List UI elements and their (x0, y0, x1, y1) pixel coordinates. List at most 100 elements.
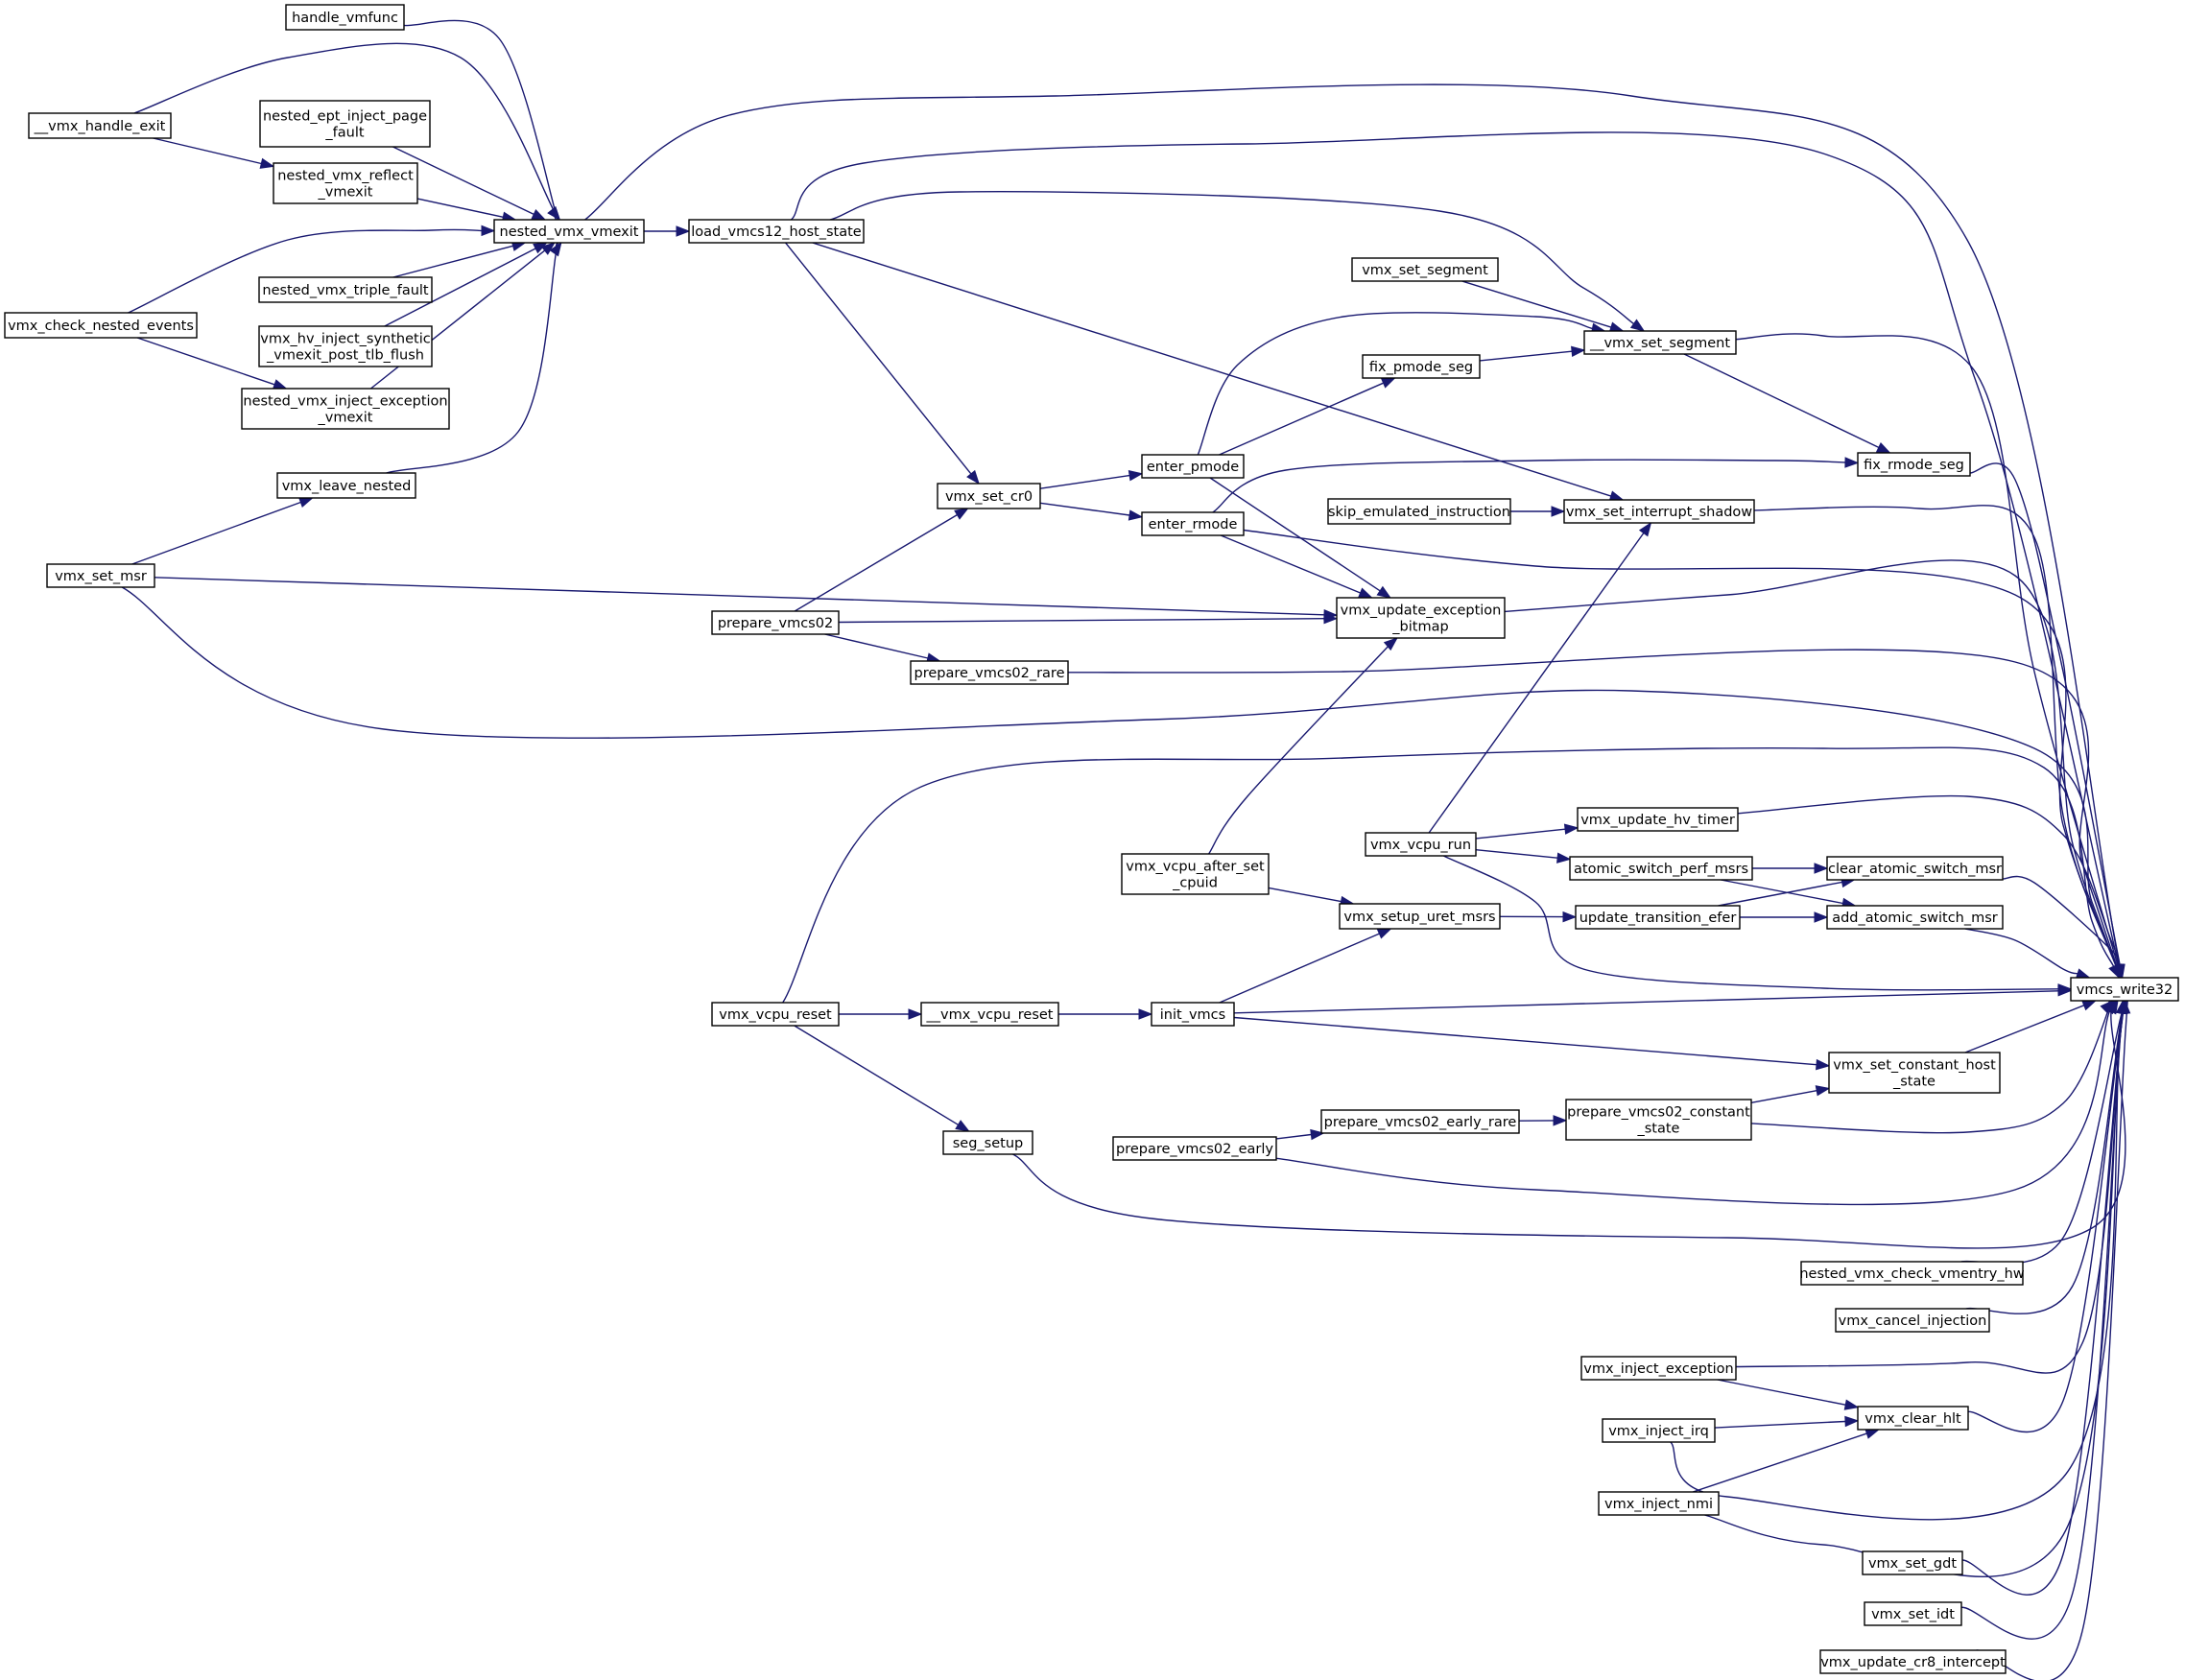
node-nested-vmx-inject-exception-vmexit[interactable]: nested_vmx_inject_exception_vmexit (241, 388, 450, 430)
node-vmx-set-msr[interactable]: vmx_set_msr (46, 563, 155, 588)
node-box (1141, 511, 1245, 536)
node-init-vmcs[interactable]: init_vmcs (1151, 1002, 1235, 1027)
arrowhead-icon (1563, 823, 1579, 835)
edge-line (1443, 855, 2059, 991)
edge-line (1212, 459, 1846, 513)
node-box (1365, 832, 1477, 857)
arrowhead-icon (272, 379, 288, 390)
node-nested-vmx-triple-fault[interactable]: nested_vmx_triple_fault (258, 276, 433, 303)
edge-vmx_set_cr0-to-enter_pmode (1039, 470, 1144, 489)
node-prepare-vmcs02-rare[interactable]: prepare_vmcs02_rare (910, 660, 1069, 685)
node-nested-vmx-check-vmentry-hw[interactable]: nested_vmx_check_vmentry_hw (1799, 1261, 2025, 1286)
node-vmx-update-cr8-intercept[interactable]: vmx_update_cr8_intercept (1819, 1649, 2007, 1674)
edge-line (1208, 631, 1402, 855)
edge-line (1475, 849, 1558, 859)
node-box (1864, 1601, 1962, 1626)
node-prepare-vmcs02-early[interactable]: prepare_vmcs02_early (1112, 1136, 1277, 1161)
arrowhead-icon (1875, 442, 1891, 454)
node-vmx-vcpu-reset[interactable]: __vmx_vcpu_reset (920, 1002, 1059, 1027)
node-vmx-set-gdt[interactable]: vmx_set_gdt (1862, 1550, 1963, 1575)
edge-enter_pmode-to-fix_pmode_seg (1219, 377, 1396, 456)
edge-nested_vmx_vmexit-to-vmcs_write32 (584, 83, 2126, 980)
arrowhead-icon (1376, 928, 1392, 939)
node-box (1121, 853, 1270, 895)
node-load-vmcs12-host-state[interactable]: load_vmcs12_host_state (688, 219, 865, 244)
edge-__vmx_handle_exit-to-nested_vmx_vmexit (133, 42, 563, 227)
node-vmcs-write32[interactable]: vmcs_write32 (2070, 977, 2179, 1002)
edge-line (1960, 999, 2126, 1265)
node-handle-vmfunc[interactable]: handle_vmfunc (285, 4, 405, 31)
node-seg-setup[interactable]: seg_setup (942, 1130, 1033, 1155)
node-skip-emulated-instruction[interactable]: skip_emulated_instruction (1327, 498, 1511, 525)
arrowhead-icon (2119, 999, 2131, 1014)
node-label: vmx_clear_hlt (1864, 1411, 1961, 1427)
arrowhead-icon (481, 225, 496, 237)
node-vmx-inject-irq[interactable]: vmx_inject_irq (1602, 1418, 1716, 1443)
node-vmx-set-cr0[interactable]: vmx_set_cr0 (937, 483, 1041, 509)
node-label: atomic_switch_perf_msrs (1574, 862, 1748, 877)
node-vmx-vcpu-after-set-cpuid[interactable]: vmx_vcpu_after_set_cpuid (1121, 853, 1270, 895)
edge-__vmx_set_segment-to-vmcs_write32 (1735, 333, 2124, 980)
edge-line (2002, 875, 2120, 966)
edge-seg_setup-to-vmcs_write32 (1012, 995, 2126, 1249)
edge-line (154, 577, 1325, 616)
node-box (1602, 1418, 1716, 1443)
node-clear-atomic-switch-msr[interactable]: clear_atomic_switch_msr (1826, 856, 2004, 881)
node-nested-vmx-reflect-vmexit[interactable]: nested_vmx_reflect_vmexit (273, 162, 418, 204)
node-vmx-clear-hlt[interactable]: vmx_clear_hlt (1857, 1406, 1969, 1431)
node-vmx-hv-inject-synthetic-vmexit-post-tlb-flush[interactable]: vmx_hv_inject_synthetic_vmexit_post_tlb_… (258, 325, 433, 367)
edge-line (1964, 928, 2078, 975)
node-enter-rmode[interactable]: enter_rmode (1141, 511, 1245, 536)
node-box (920, 1002, 1059, 1027)
node-vmx-leave-nested[interactable]: vmx_leave_nested (276, 472, 416, 499)
node-prepare-vmcs02-constant-state[interactable]: prepare_vmcs02_constant_state (1565, 1099, 1752, 1141)
node-prepare-vmcs02-early-rare[interactable]: prepare_vmcs02_early_rare (1320, 1109, 1520, 1134)
node-box (1327, 498, 1511, 525)
node-prepare-vmcs02[interactable]: prepare_vmcs02 (711, 610, 840, 635)
node-vmx-handle-exit[interactable]: __vmx_handle_exit (28, 112, 172, 139)
edge-line (384, 248, 536, 327)
node-vmx-set-idt[interactable]: vmx_set_idt (1864, 1601, 1962, 1626)
arrowhead-icon (1323, 612, 1339, 625)
node-label: init_vmcs (1160, 1007, 1225, 1023)
arrowhead-icon (531, 209, 547, 221)
node-update-transition-efer[interactable]: update_transition_efer (1575, 905, 1741, 930)
node-nested-vmx-vmexit[interactable]: nested_vmx_vmexit (493, 219, 645, 244)
node-label: __vmx_vcpu_reset (926, 1007, 1054, 1023)
node-box (1362, 354, 1481, 379)
arrowhead-icon (1629, 319, 1646, 332)
node-fix-pmode-seg[interactable]: fix_pmode_seg (1362, 354, 1481, 379)
node-vmx-vcpu-run[interactable]: vmx_vcpu_run (1365, 832, 1477, 857)
node-atomic-switch-perf-msrs[interactable]: atomic_switch_perf_msrs (1569, 856, 1753, 881)
node-add-atomic-switch-msr[interactable]: add_atomic_switch_msr (1826, 905, 2004, 930)
node-vmx-update-exception-bitmap[interactable]: vmx_update_exception_bitmap (1336, 597, 1506, 639)
node-vmx-set-segment[interactable]: __vmx_set_segment (1583, 330, 1737, 355)
node-box (1141, 454, 1245, 479)
node-vmx-update-hv-timer[interactable]: vmx_update_hv_timer (1577, 807, 1739, 832)
node-fix-rmode-seg[interactable]: fix_rmode_seg (1857, 452, 1971, 477)
node-label: vmx_set_msr (55, 569, 147, 584)
edge-vmx_vcpu_reset-to-seg_setup (794, 1025, 970, 1132)
node-box (1857, 1406, 1969, 1431)
edge-clear_atomic_switch_msr-to-vmcs_write32 (2002, 875, 2122, 980)
node-vmx-set-constant-host-state[interactable]: vmx_set_constant_host_state (1828, 1052, 2001, 1094)
node-box (1577, 807, 1739, 832)
node-vmx-inject-exception[interactable]: vmx_inject_exception (1580, 1356, 1737, 1381)
node-enter-pmode[interactable]: enter_pmode (1141, 454, 1245, 479)
node-label: vmx_cancel_injection (1839, 1313, 1987, 1329)
node-vmx-setup-uret-msrs[interactable]: vmx_setup_uret_msrs (1339, 903, 1501, 930)
node-box (1580, 1356, 1737, 1381)
node-label: nested_vmx_check_vmentry_hw (1799, 1266, 2024, 1282)
edge-load_vmcs12_host_state-to-vmx_set_cr0 (785, 242, 980, 485)
node-nested-ept-inject-page-fault[interactable]: nested_ept_inject_page_fault (259, 100, 431, 148)
node-vmx-check-nested-events[interactable]: vmx_check_nested_events (4, 312, 198, 339)
node-vmx-vcpu-reset[interactable]: vmx_vcpu_reset (711, 1002, 840, 1027)
node-vmx-inject-nmi[interactable]: vmx_inject_nmi (1598, 1491, 1720, 1516)
node-vmx-set-segment[interactable]: vmx_set_segment (1351, 257, 1499, 282)
edge-line (790, 131, 2120, 966)
node-label: load_vmcs12_host_state (691, 225, 862, 240)
node-box (942, 1130, 1033, 1155)
node-vmx-cancel-injection[interactable]: vmx_cancel_injection (1835, 1308, 1990, 1333)
node-vmx-set-interrupt-shadow[interactable]: vmx_set_interrupt_shadow (1563, 499, 1755, 524)
